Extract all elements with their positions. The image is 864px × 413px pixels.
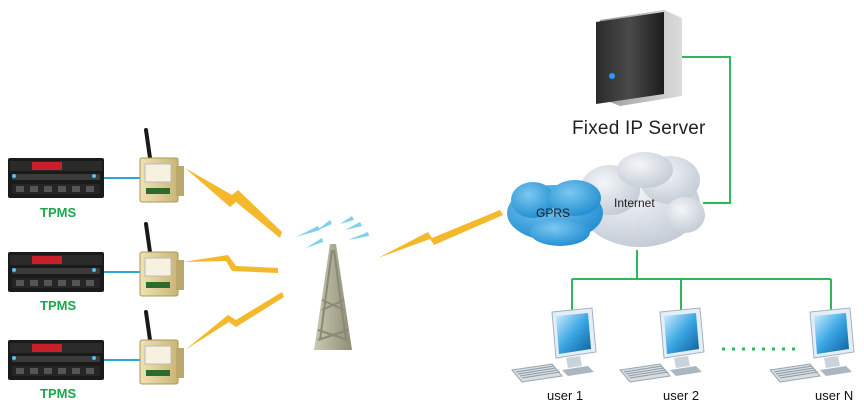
- tpms-row: [8, 310, 184, 385]
- computer-icon: [619, 307, 705, 383]
- server-to-internet-line: [681, 56, 731, 204]
- tpms-row: [8, 222, 184, 297]
- lightning-signals: [183, 168, 503, 350]
- tpms-device-icon: [8, 158, 104, 198]
- tpms-label: TPMS: [40, 298, 77, 313]
- gprs-modem-icon: [139, 128, 184, 203]
- tpms-row: [8, 128, 184, 203]
- server-icon: [596, 10, 682, 106]
- computer-icon: [769, 307, 855, 383]
- tpms-device-icon: [8, 252, 104, 292]
- lightning-signal-icon: [378, 210, 503, 258]
- antenna-tower-icon: [296, 216, 369, 350]
- user-label: user 2: [663, 388, 700, 403]
- tpms-label: TPMS: [40, 386, 77, 401]
- lightning-signal-icon: [185, 168, 282, 238]
- internet-label: Internet: [614, 196, 655, 210]
- server-label: Fixed IP Server: [572, 118, 706, 139]
- user-label: user N: [815, 388, 854, 403]
- lightning-signal-icon: [183, 255, 278, 273]
- gprs-modem-icon: [139, 310, 184, 385]
- tower-signal-waves: [296, 216, 369, 248]
- internet-cloud-icon: [580, 152, 705, 247]
- tpms-device-icon: [8, 340, 104, 380]
- gprs-modem-icon: [139, 222, 184, 297]
- connection-lines: [571, 56, 832, 351]
- lightning-signal-icon: [185, 292, 284, 350]
- gprs-label: GPRS: [536, 206, 571, 220]
- tpms-label: TPMS: [40, 205, 77, 220]
- user-computers: [511, 307, 855, 383]
- computer-icon: [511, 307, 597, 383]
- tpms-rows: [8, 128, 184, 385]
- gprs-cloud-icon: [507, 180, 603, 246]
- user-label: user 1: [547, 388, 584, 403]
